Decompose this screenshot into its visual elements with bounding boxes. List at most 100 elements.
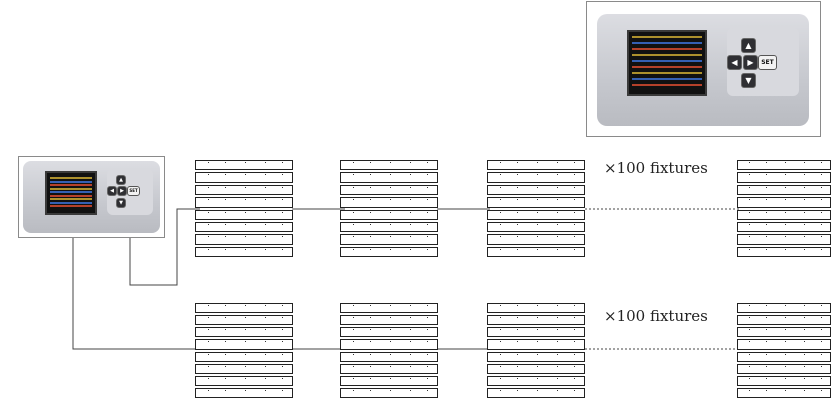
fixture-panel — [195, 210, 293, 220]
screen-text-row — [50, 184, 92, 186]
controller-small: ▲ ◀ ▶ SET ▼ — [18, 156, 165, 238]
controller-large: ▲ ◀ ▶ SET ▼ — [586, 1, 821, 137]
fixture — [340, 303, 438, 398]
down-arrow-icon[interactable]: ▼ — [741, 73, 756, 88]
screen-text-row — [632, 60, 702, 62]
controller-screen — [627, 30, 707, 96]
fixture-panel — [487, 376, 585, 386]
fixture-panel — [195, 234, 293, 244]
set-button[interactable]: SET — [758, 55, 777, 70]
fixture-count-label: ×100 fixtures — [604, 159, 708, 177]
controller-body: ▲ ◀ ▶ SET ▼ — [23, 161, 160, 233]
fixture-panel — [737, 388, 831, 398]
fixture — [737, 160, 831, 257]
fixture-panel — [487, 315, 585, 325]
screen-text-row — [50, 198, 92, 200]
fixture-panel — [195, 185, 293, 195]
fixture-panel — [487, 388, 585, 398]
fixture-panel — [487, 160, 585, 170]
fixture-panel — [340, 352, 438, 362]
screen-text-row — [632, 54, 702, 56]
down-arrow-icon[interactable]: ▼ — [116, 198, 126, 208]
fixture-panel — [340, 339, 438, 349]
fixture-panel — [737, 364, 831, 374]
up-arrow-icon[interactable]: ▲ — [116, 175, 126, 185]
screen-text-row — [50, 188, 92, 190]
fixture — [737, 303, 831, 398]
fixture-panel — [737, 315, 831, 325]
fixture-panel — [340, 172, 438, 182]
fixture-panel — [195, 376, 293, 386]
screen-text-row — [50, 205, 92, 207]
fixture-panel — [340, 388, 438, 398]
fixture-panel — [340, 303, 438, 313]
controller-screen — [45, 171, 97, 215]
fixture-panel — [340, 234, 438, 244]
fixture-panel — [487, 364, 585, 374]
fixture-panel — [487, 327, 585, 337]
controller-keypad: ▲ ◀ ▶ SET ▼ — [107, 169, 153, 215]
screen-text-row — [632, 78, 702, 80]
fixture-panel — [195, 222, 293, 232]
fixture-panel — [195, 364, 293, 374]
screen-text-row — [632, 66, 702, 68]
screen-text-row — [632, 42, 702, 44]
fixture-panel — [340, 160, 438, 170]
fixture — [195, 303, 293, 398]
fixture-panel — [737, 234, 831, 244]
fixture-panel — [737, 303, 831, 313]
screen-text-row — [632, 48, 702, 50]
fixture — [340, 160, 438, 257]
fixture-panel — [737, 210, 831, 220]
fixture-panel — [487, 352, 585, 362]
screen-text-row — [50, 191, 92, 193]
fixture-panel — [487, 210, 585, 220]
fixture-count-label: ×100 fixtures — [604, 307, 708, 325]
fixture-panel — [737, 172, 831, 182]
fixture-panel — [195, 315, 293, 325]
fixture-panel — [195, 388, 293, 398]
fixture — [487, 160, 585, 257]
fixture-panel — [737, 327, 831, 337]
fixture-panel — [487, 172, 585, 182]
fixture-panel — [487, 303, 585, 313]
fixture-panel — [487, 197, 585, 207]
fixture-panel — [195, 197, 293, 207]
right-arrow-icon[interactable]: ▶ — [117, 186, 127, 196]
fixture-panel — [487, 339, 585, 349]
fixture-panel — [195, 352, 293, 362]
fixture-panel — [340, 210, 438, 220]
fixture-panel — [340, 327, 438, 337]
fixture-panel — [340, 315, 438, 325]
set-button[interactable]: SET — [127, 186, 140, 196]
fixture-panel — [487, 234, 585, 244]
screen-text-row — [50, 195, 92, 197]
left-arrow-icon[interactable]: ◀ — [107, 186, 117, 196]
controller-body: ▲ ◀ ▶ SET ▼ — [597, 14, 809, 126]
fixture-panel — [195, 172, 293, 182]
fixture-panel — [340, 185, 438, 195]
fixture-panel — [195, 339, 293, 349]
wire-to-row-2 — [73, 236, 200, 349]
screen-text-row — [50, 202, 92, 204]
fixture — [487, 303, 585, 398]
fixture-panel — [487, 247, 585, 257]
fixture-panel — [737, 222, 831, 232]
screen-text-row — [632, 72, 702, 74]
fixture-panel — [195, 160, 293, 170]
up-arrow-icon[interactable]: ▲ — [741, 38, 756, 53]
right-arrow-icon[interactable]: ▶ — [743, 55, 758, 70]
fixture-panel — [340, 222, 438, 232]
fixture-panel — [340, 364, 438, 374]
fixture-panel — [737, 197, 831, 207]
fixture-panel — [195, 327, 293, 337]
fixture-panel — [737, 247, 831, 257]
fixture-panel — [487, 185, 585, 195]
fixture-panel — [195, 303, 293, 313]
fixture-panel — [487, 222, 585, 232]
screen-text-row — [50, 181, 92, 183]
left-arrow-icon[interactable]: ◀ — [727, 55, 742, 70]
fixture — [195, 160, 293, 257]
fixture-panel — [737, 339, 831, 349]
